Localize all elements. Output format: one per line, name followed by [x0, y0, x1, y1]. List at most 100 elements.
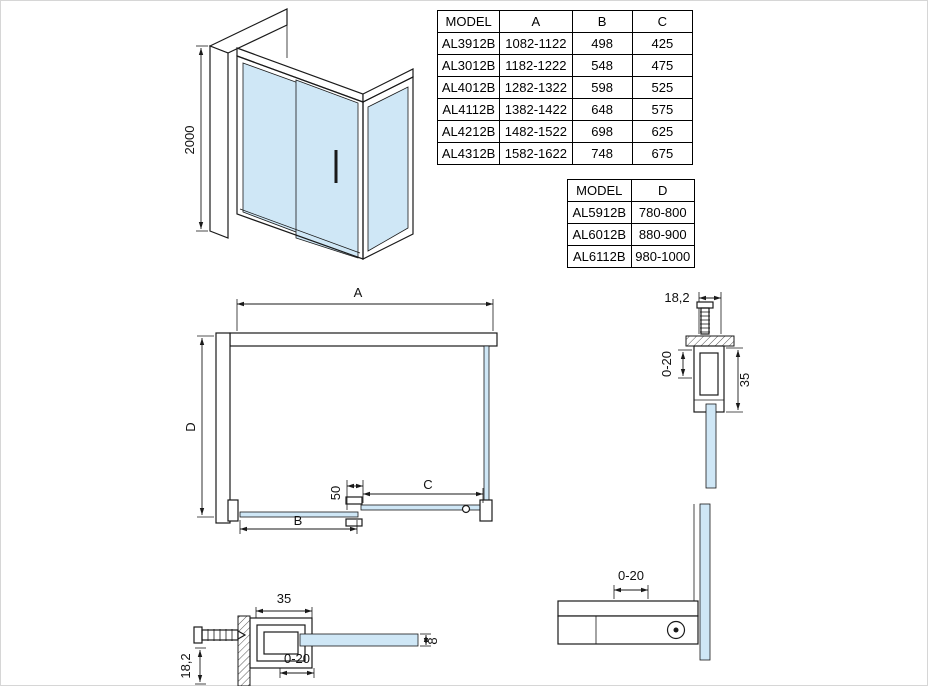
dim-label-head-profile: 35 — [737, 373, 752, 387]
head-section-detail: 18,2 — [659, 290, 752, 489]
dim-label-height: 2000 — [182, 126, 197, 155]
dim-wall-offset: 18,2 — [178, 647, 206, 685]
cell-model: AL4012B — [436, 76, 501, 99]
bottom-guide-detail: 0-20 — [557, 503, 711, 661]
cell-c: 475 — [631, 54, 694, 77]
cell-d: 980-1000 — [630, 245, 695, 268]
table-row: AL3012B 1182-1222 548 475 — [436, 54, 694, 77]
cell-a: 1282-1322 — [499, 76, 573, 99]
table-row: AL5912B 780-800 — [567, 201, 695, 224]
dim-label-d: D — [183, 422, 198, 431]
cell-b: 498 — [571, 32, 633, 55]
dim-wall-profile: 35 — [255, 591, 313, 620]
fixed-glass-panel — [242, 62, 305, 236]
size-table-d: MODEL D AL5912B 780-800 AL6012B 880-900 … — [567, 179, 695, 268]
glass-section-top — [705, 403, 717, 489]
head-profile-inner — [699, 352, 719, 396]
dim-door-b: B — [239, 513, 358, 534]
table-row: AL4112B 1382-1422 648 575 — [436, 98, 694, 121]
cell-model: AL6012B — [567, 223, 632, 246]
corner-post-plan — [479, 499, 493, 522]
overlap-bracket-top — [345, 496, 363, 505]
dim-bottom-adjust: 0-20 — [613, 568, 649, 599]
table-row: AL4012B 1282-1322 598 525 — [436, 76, 694, 99]
cell-model: AL3012B — [436, 54, 501, 77]
wall-profile-detail: 35 — [178, 591, 440, 686]
col-header-d: D — [630, 179, 695, 202]
table-row: AL4212B 1482-1522 698 625 — [436, 120, 694, 143]
guide-roller — [666, 620, 686, 640]
dim-glass-thickness: 8 — [420, 633, 440, 647]
dim-label-wall-offset: 18,2 — [178, 653, 193, 678]
back-wall-plan — [229, 332, 498, 347]
cell-model: AL4312B — [436, 142, 501, 165]
dim-height-2000: 2000 — [182, 45, 208, 232]
dim-label-wall-profile: 35 — [277, 591, 291, 606]
header-row: MODEL D — [567, 179, 695, 202]
dim-overlap-50: 50 — [328, 480, 363, 510]
cell-c: 425 — [631, 32, 694, 55]
header-row: MODEL A B C — [436, 10, 694, 33]
dim-label-head-gap: 18,2 — [664, 290, 689, 305]
side-frame-outline — [362, 76, 414, 260]
glass-section-wall — [299, 633, 419, 647]
col-header-b: B — [571, 10, 633, 33]
cell-model: AL3912B — [436, 32, 501, 55]
table-row: AL4312B 1582-1622 748 675 — [436, 142, 694, 165]
sliding-door-plan — [239, 511, 359, 518]
roller-axle — [673, 627, 679, 633]
dim-label-a: A — [354, 285, 363, 300]
dim-label-b: B — [294, 513, 303, 528]
dim-width-a: A — [236, 285, 494, 331]
dim-head-gap: 18,2 — [664, 290, 722, 334]
cell-b: 648 — [571, 98, 633, 121]
cell-a: 1182-1222 — [499, 54, 573, 77]
cell-a: 1482-1522 — [499, 120, 573, 143]
wall-profile-insert — [263, 631, 299, 655]
door-bottom-rail — [557, 600, 699, 617]
ceiling-plate — [685, 335, 735, 347]
dim-head-profile: 35 — [726, 347, 752, 413]
dim-fixed-c: C — [362, 477, 484, 503]
plan-view: A D C 50 — [183, 285, 498, 534]
wall-section — [237, 615, 251, 686]
col-header-model: MODEL — [567, 179, 632, 202]
mounting-screw-wall — [193, 626, 247, 644]
dim-label-bottom-adjust: 0-20 — [618, 568, 644, 583]
bottom-track-line — [239, 208, 361, 254]
dim-label-wall-adjust: 0-20 — [284, 651, 310, 666]
isometric-view: 2000 — [182, 8, 414, 260]
dim-label-glass: 8 — [425, 637, 440, 644]
cell-model: AL4212B — [436, 120, 501, 143]
cell-a: 1582-1622 — [499, 142, 573, 165]
col-header-a: A — [499, 10, 573, 33]
side-panel-plan — [483, 345, 490, 507]
col-header-c: C — [631, 10, 694, 33]
dim-wall-adjust: 0-20 — [279, 651, 315, 678]
cell-model: AL5912B — [567, 201, 632, 224]
cell-b: 698 — [571, 120, 633, 143]
overlap-bracket-bottom — [345, 518, 363, 527]
wall-profile-plan — [227, 499, 239, 522]
wall-top-edge — [208, 8, 288, 54]
cell-b: 598 — [571, 76, 633, 99]
table-row: AL6112B 980-1000 — [567, 245, 695, 268]
cell-model: AL6112B — [567, 245, 632, 268]
table-row: AL6012B 880-900 — [567, 223, 695, 246]
cell-c: 525 — [631, 76, 694, 99]
side-glass-panel — [367, 86, 409, 252]
cell-d: 780-800 — [630, 201, 695, 224]
dim-depth-d: D — [183, 335, 214, 518]
handle-knob-plan — [461, 504, 471, 514]
cell-c: 575 — [631, 98, 694, 121]
mounting-screw-top — [696, 301, 714, 335]
head-profile-outer — [693, 345, 725, 413]
cell-d: 880-900 — [630, 223, 695, 246]
dim-label-head-adjust: 0-20 — [659, 351, 674, 377]
cell-a: 1382-1422 — [499, 98, 573, 121]
cell-a: 1082-1122 — [499, 32, 573, 55]
dim-label-overlap: 50 — [328, 486, 343, 500]
dim-label-c: C — [423, 477, 432, 492]
